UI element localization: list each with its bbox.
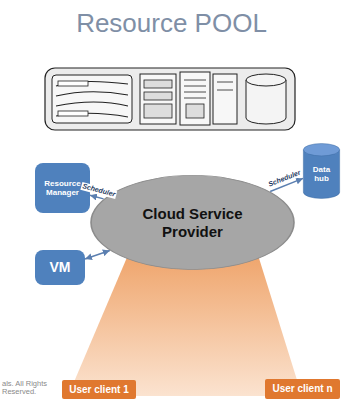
diagram-title: Resource POOL: [0, 8, 343, 39]
resource-pool-box: [45, 68, 295, 130]
connector: [85, 251, 110, 259]
connector: [90, 195, 104, 199]
node-text: Cloud Service Provider: [116, 205, 269, 240]
data-hub-cylinder: Data hub: [303, 143, 340, 199]
client-fan: [68, 255, 302, 396]
node-text: User client n: [272, 383, 332, 395]
client-box: User client n: [265, 379, 340, 399]
node-text: VM: [50, 259, 71, 275]
node-text: User client 1: [69, 384, 128, 396]
provider-ellipse: Cloud Service Provider: [90, 175, 295, 270]
node-text: Data hub: [305, 165, 338, 183]
vm-box: VM: [35, 250, 85, 285]
watermark: als. All Rights Reserved.: [2, 380, 60, 397]
client-box: User client 1: [62, 380, 136, 399]
